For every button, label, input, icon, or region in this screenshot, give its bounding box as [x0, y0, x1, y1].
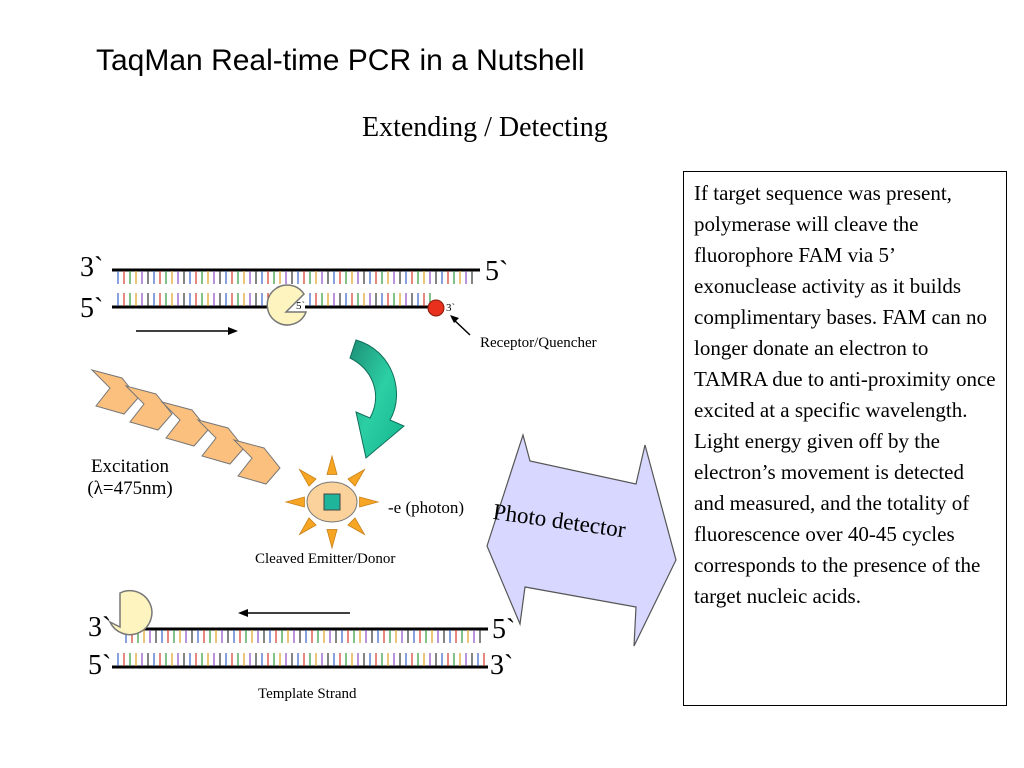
- excitation-label: Excitation (λ=475nm): [82, 456, 178, 500]
- bottom-upper-base-rungs: [125, 630, 481, 643]
- sun-ray: [326, 454, 338, 475]
- emitter-center-square: [323, 493, 341, 511]
- chevron-2: [124, 385, 173, 431]
- extension-direction-arrowhead: [228, 327, 238, 335]
- top-upper-right-end-label: 5`: [485, 256, 509, 287]
- cleaved-emitter-icon: [284, 454, 380, 550]
- top-lower-left-end-label: 5`: [80, 293, 104, 324]
- chevron-1: [90, 369, 139, 415]
- top-upper-base-rungs: [117, 271, 473, 284]
- excitation-label-line2: (λ=475nm): [87, 478, 173, 499]
- top-lower-base-rungs: [117, 293, 431, 306]
- explanation-textbox: If target sequence was present, polymera…: [683, 171, 1007, 706]
- sun-rays: [284, 454, 380, 550]
- curved-arrow-icon: [349, 339, 405, 459]
- sun-ray: [298, 468, 317, 487]
- sun-ray: [326, 529, 338, 550]
- bottom-upper-right-end-label: 5`: [492, 614, 516, 645]
- bottom-dna-duplex: [112, 627, 488, 669]
- sun-ray: [298, 517, 317, 536]
- bottom-lower-base-rungs: [117, 653, 485, 666]
- chevron-5: [232, 439, 281, 485]
- top-upper-left-end-label: 3`: [80, 252, 104, 283]
- emitter-label: Cleaved Emitter/Donor: [255, 551, 396, 567]
- photo-detector-double-arrow: [486, 432, 677, 647]
- sun-ray: [284, 496, 305, 508]
- quencher-dot: [427, 299, 445, 317]
- excitation-label-line1: Excitation: [90, 456, 170, 477]
- page-subtitle: Extending / Detecting: [362, 112, 608, 143]
- bottom-lower-right-end-label: 3`: [490, 650, 514, 681]
- bottom-lower-left-end-label: 5`: [88, 650, 112, 681]
- bottom-direction-arrowhead: [238, 609, 248, 617]
- probe-3-end-label: 3`: [446, 302, 456, 314]
- probe-5-end-label: 5`: [296, 300, 306, 312]
- top-dna-duplex: [112, 268, 480, 309]
- chevron-3: [160, 401, 209, 447]
- photon-label: -e (photon): [388, 498, 465, 517]
- template-strand-label: Template Strand: [258, 686, 357, 702]
- chevron-4: [196, 419, 245, 465]
- bottom-upper-left-end-label: 3`: [88, 612, 112, 643]
- bottom-polymerase-shape: [108, 589, 153, 636]
- sun-ray: [347, 517, 366, 536]
- excitation-light-chevrons: [90, 369, 281, 485]
- quencher-pointer-head: [450, 315, 459, 323]
- quencher-label: Receptor/Quencher: [480, 335, 597, 351]
- page-title: TaqMan Real-time PCR in a Nutshell: [96, 44, 585, 77]
- polymerase-shape: [266, 284, 308, 326]
- sun-ray: [347, 468, 366, 487]
- sun-ray: [359, 496, 380, 508]
